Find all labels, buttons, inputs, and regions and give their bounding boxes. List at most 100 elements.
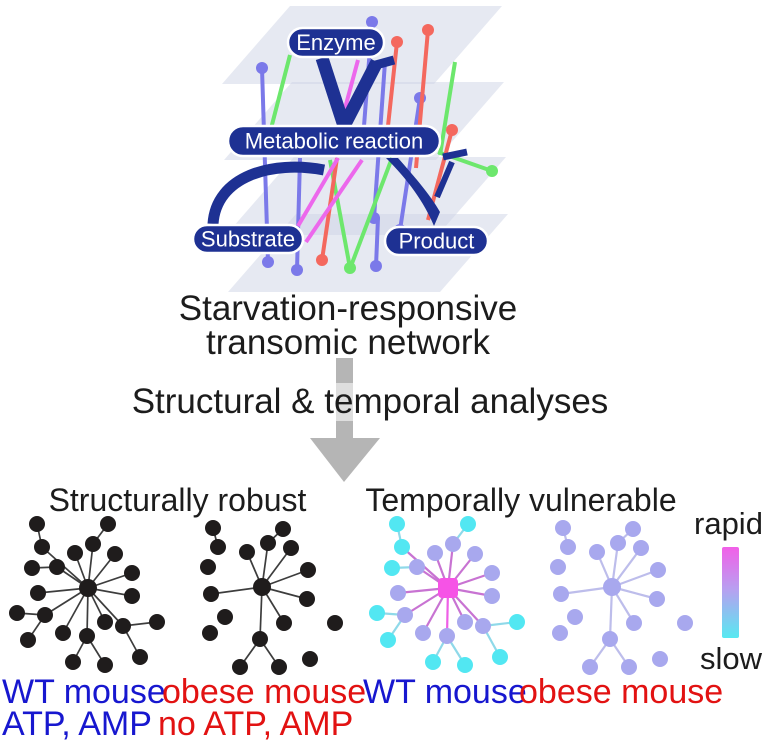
timescale-colorbar xyxy=(722,547,739,638)
figure-caption: Starvation-responsive transomic network xyxy=(148,289,548,360)
network-node xyxy=(55,625,71,641)
label-wt-mouse-temporal: WT mouse xyxy=(363,673,527,711)
pill-shape xyxy=(226,124,442,158)
lollipop-line xyxy=(398,97,422,231)
pill-label: Substrate xyxy=(201,227,295,252)
label-atp-amp: ATP, AMP xyxy=(2,705,152,743)
network-node xyxy=(210,539,226,555)
network-node xyxy=(652,651,668,667)
network-node xyxy=(100,516,116,532)
pill-shape xyxy=(191,223,305,255)
network-node xyxy=(149,614,165,630)
network-node xyxy=(384,560,400,576)
lollipop-line xyxy=(438,61,457,156)
network-node xyxy=(589,544,605,560)
network-node xyxy=(397,607,413,623)
network-node xyxy=(650,562,666,578)
pill-shape xyxy=(286,26,386,59)
network-node xyxy=(232,659,248,675)
network-node xyxy=(553,586,569,602)
network-node xyxy=(369,605,385,621)
lollipop-dot xyxy=(291,264,303,276)
pill-label: Product xyxy=(399,229,475,254)
network-node xyxy=(9,605,25,621)
network-node xyxy=(552,625,568,641)
lollipop-line xyxy=(349,157,394,267)
down-arrow-icon xyxy=(310,358,380,482)
network-node xyxy=(380,632,396,648)
network-node xyxy=(621,659,637,675)
network-node xyxy=(302,651,318,667)
network-node xyxy=(603,578,621,596)
network-node xyxy=(389,516,405,532)
lollipop-dot xyxy=(422,24,434,36)
network-node xyxy=(49,559,65,575)
lollipop-dot xyxy=(446,124,458,136)
network-node xyxy=(550,559,566,575)
network-node xyxy=(625,521,641,537)
network-node xyxy=(253,578,271,596)
product-arrow-notch xyxy=(434,160,455,199)
network-node xyxy=(34,539,50,555)
network-node xyxy=(439,628,455,644)
network-node xyxy=(205,520,221,536)
network-node xyxy=(85,536,101,552)
network-node xyxy=(67,545,83,561)
network-node xyxy=(555,520,571,536)
network-node xyxy=(115,618,131,634)
network-node xyxy=(217,609,233,625)
network-node xyxy=(475,618,491,634)
network-node xyxy=(275,521,291,537)
label-wt-mouse-structural: WT mouse xyxy=(2,673,166,711)
network-node xyxy=(65,654,81,670)
network-node xyxy=(260,535,276,551)
network-node xyxy=(457,614,473,630)
reaction-to-product-arrow xyxy=(386,158,440,226)
network-node xyxy=(509,614,525,630)
product-arrow-serif xyxy=(442,148,468,161)
network-temporal-obese xyxy=(550,520,693,675)
network-structural-wt xyxy=(9,516,165,673)
network-node xyxy=(97,614,113,630)
network-node xyxy=(327,615,343,631)
network-node xyxy=(427,545,443,561)
footer-row-metabolites: ATP, AMP no ATP, AMP xyxy=(0,706,768,742)
network-node xyxy=(492,649,508,665)
network-node xyxy=(582,659,598,675)
lollipop-dot xyxy=(391,36,403,48)
network-node xyxy=(271,659,287,675)
caption-line1: Starvation-responsive xyxy=(178,289,518,328)
lollipop-dot xyxy=(366,16,378,28)
network-node xyxy=(132,649,148,665)
network-node xyxy=(20,632,36,648)
network-node xyxy=(415,625,431,641)
lollipop-dot xyxy=(486,165,498,177)
pill-enzyme: Enzyme xyxy=(286,26,386,59)
network-node xyxy=(460,516,476,532)
network-node xyxy=(124,565,140,581)
legend-rapid-label: rapid xyxy=(694,506,763,541)
network-node xyxy=(484,565,500,581)
label-no-atp-amp: no ATP, AMP xyxy=(158,705,354,743)
network-hub-node xyxy=(438,578,458,598)
network-node xyxy=(299,591,315,607)
network-node xyxy=(394,539,410,555)
network-node xyxy=(30,585,46,601)
lollipop-line xyxy=(342,59,360,113)
network-node xyxy=(203,586,219,602)
network-node xyxy=(97,657,113,673)
pill-product: Product xyxy=(383,225,490,257)
network-node xyxy=(445,536,461,552)
network-node xyxy=(300,562,316,578)
network-node xyxy=(457,657,473,673)
network-node xyxy=(200,559,216,575)
pill-label: Metabolic reaction xyxy=(245,129,424,154)
pill-shape xyxy=(383,225,490,257)
network-node xyxy=(124,588,140,604)
network-node xyxy=(29,516,45,532)
label-obese-mouse-structural: obese mouse xyxy=(162,673,367,711)
lollipop-line xyxy=(374,217,380,267)
